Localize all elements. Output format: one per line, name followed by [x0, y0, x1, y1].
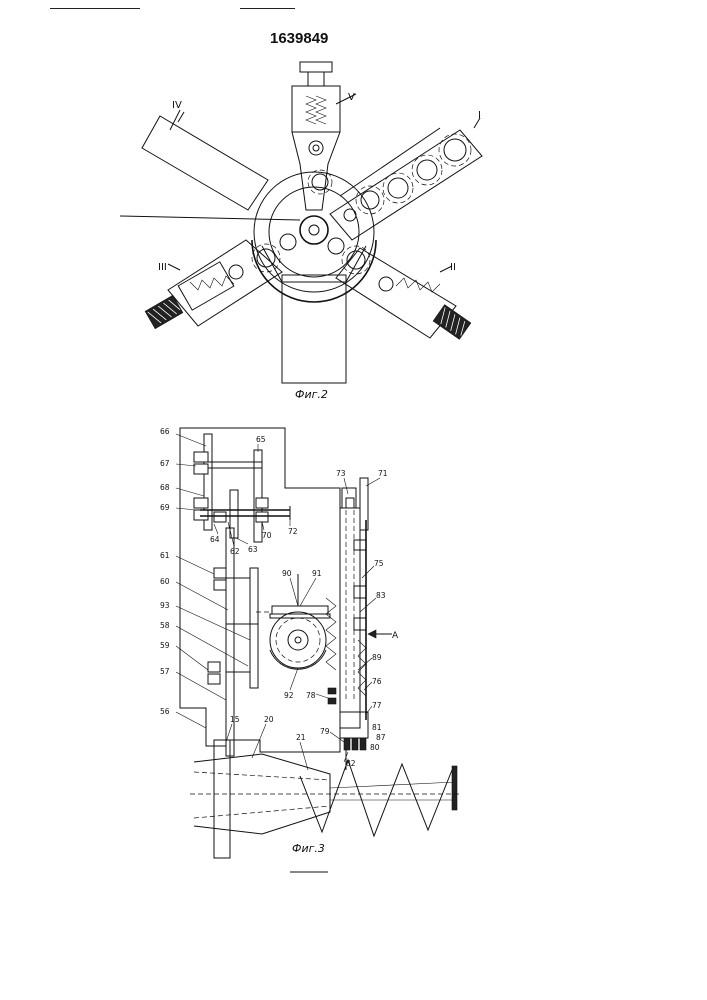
fig3-label-66: 66 [160, 427, 170, 436]
fig2-hub-outer [254, 172, 374, 292]
fig3-label-82: 82 [346, 759, 356, 768]
fig3-label-93: 93 [160, 601, 170, 610]
fig2-arm-IV [142, 110, 268, 210]
fig3-label-65: 65 [256, 435, 266, 444]
fig2-column [282, 275, 346, 383]
fig3-label-60: 60 [160, 577, 170, 586]
fig3-label-90: 90 [282, 569, 292, 578]
fig2-label-V: V [348, 92, 355, 103]
fig3-label-92: 92 [284, 691, 294, 700]
fig3-label-91: 91 [312, 569, 322, 578]
fig2-drawing: IV V I III II Фиг.2 [120, 62, 482, 401]
fig3-label-15: 15 [230, 715, 240, 724]
fig3-drawing: 66 67 68 69 61 60 93 58 59 57 56 65 64 6… [160, 427, 460, 872]
arm-IV-outline [142, 116, 268, 210]
fig3-label-81: 81 [372, 723, 382, 732]
fig3-label-73: 73 [336, 469, 346, 478]
fig3-label-62: 62 [230, 547, 240, 556]
fig2-label-II: II [450, 262, 456, 273]
fig3-label-21: 21 [296, 733, 306, 742]
fig3-label-75: 75 [374, 559, 384, 568]
fig2-label-I: I [478, 110, 481, 121]
fig2-arm-III [145, 234, 296, 329]
fig3-label-72: 72 [288, 527, 298, 536]
fig3-label-20: 20 [264, 715, 274, 724]
fig3-label-59: 59 [160, 641, 170, 650]
fig3-caption: Фиг.3 [292, 842, 325, 855]
fig3-label-67: 67 [160, 459, 170, 468]
fig3-label-68: 68 [160, 483, 170, 492]
fig2-label-IV: IV [172, 100, 182, 111]
fig3-label-76: 76 [372, 677, 382, 686]
fig2-arm-II [328, 238, 471, 339]
fig3-label-61: 61 [160, 551, 170, 560]
fig3-label-70: 70 [262, 531, 272, 540]
fig2-caption: Фиг.2 [295, 388, 328, 401]
fig3-label-87: 87 [376, 733, 386, 742]
fig2-central-roller [300, 216, 328, 244]
fig3-label-78: 78 [306, 691, 316, 700]
fig3-label-79: 79 [320, 727, 330, 736]
fig2-arm-I [330, 118, 482, 240]
fig3-label-64: 64 [210, 535, 220, 544]
fig3-label-80: 80 [370, 743, 380, 752]
fig3-label-56: 56 [160, 707, 170, 716]
fig3-label-57: 57 [160, 667, 170, 676]
fig3-label-77: 77 [372, 701, 382, 710]
fig3-label-63: 63 [248, 545, 258, 554]
fig2-label-III: III [158, 262, 167, 273]
fig3-label-69: 69 [160, 503, 170, 512]
fig3-label-58: 58 [160, 621, 170, 630]
fig3-label-A: A [392, 631, 399, 641]
fig3-label-89: 89 [372, 653, 382, 662]
fig3-label-83: 83 [376, 591, 386, 600]
fig3-label-71: 71 [378, 469, 388, 478]
